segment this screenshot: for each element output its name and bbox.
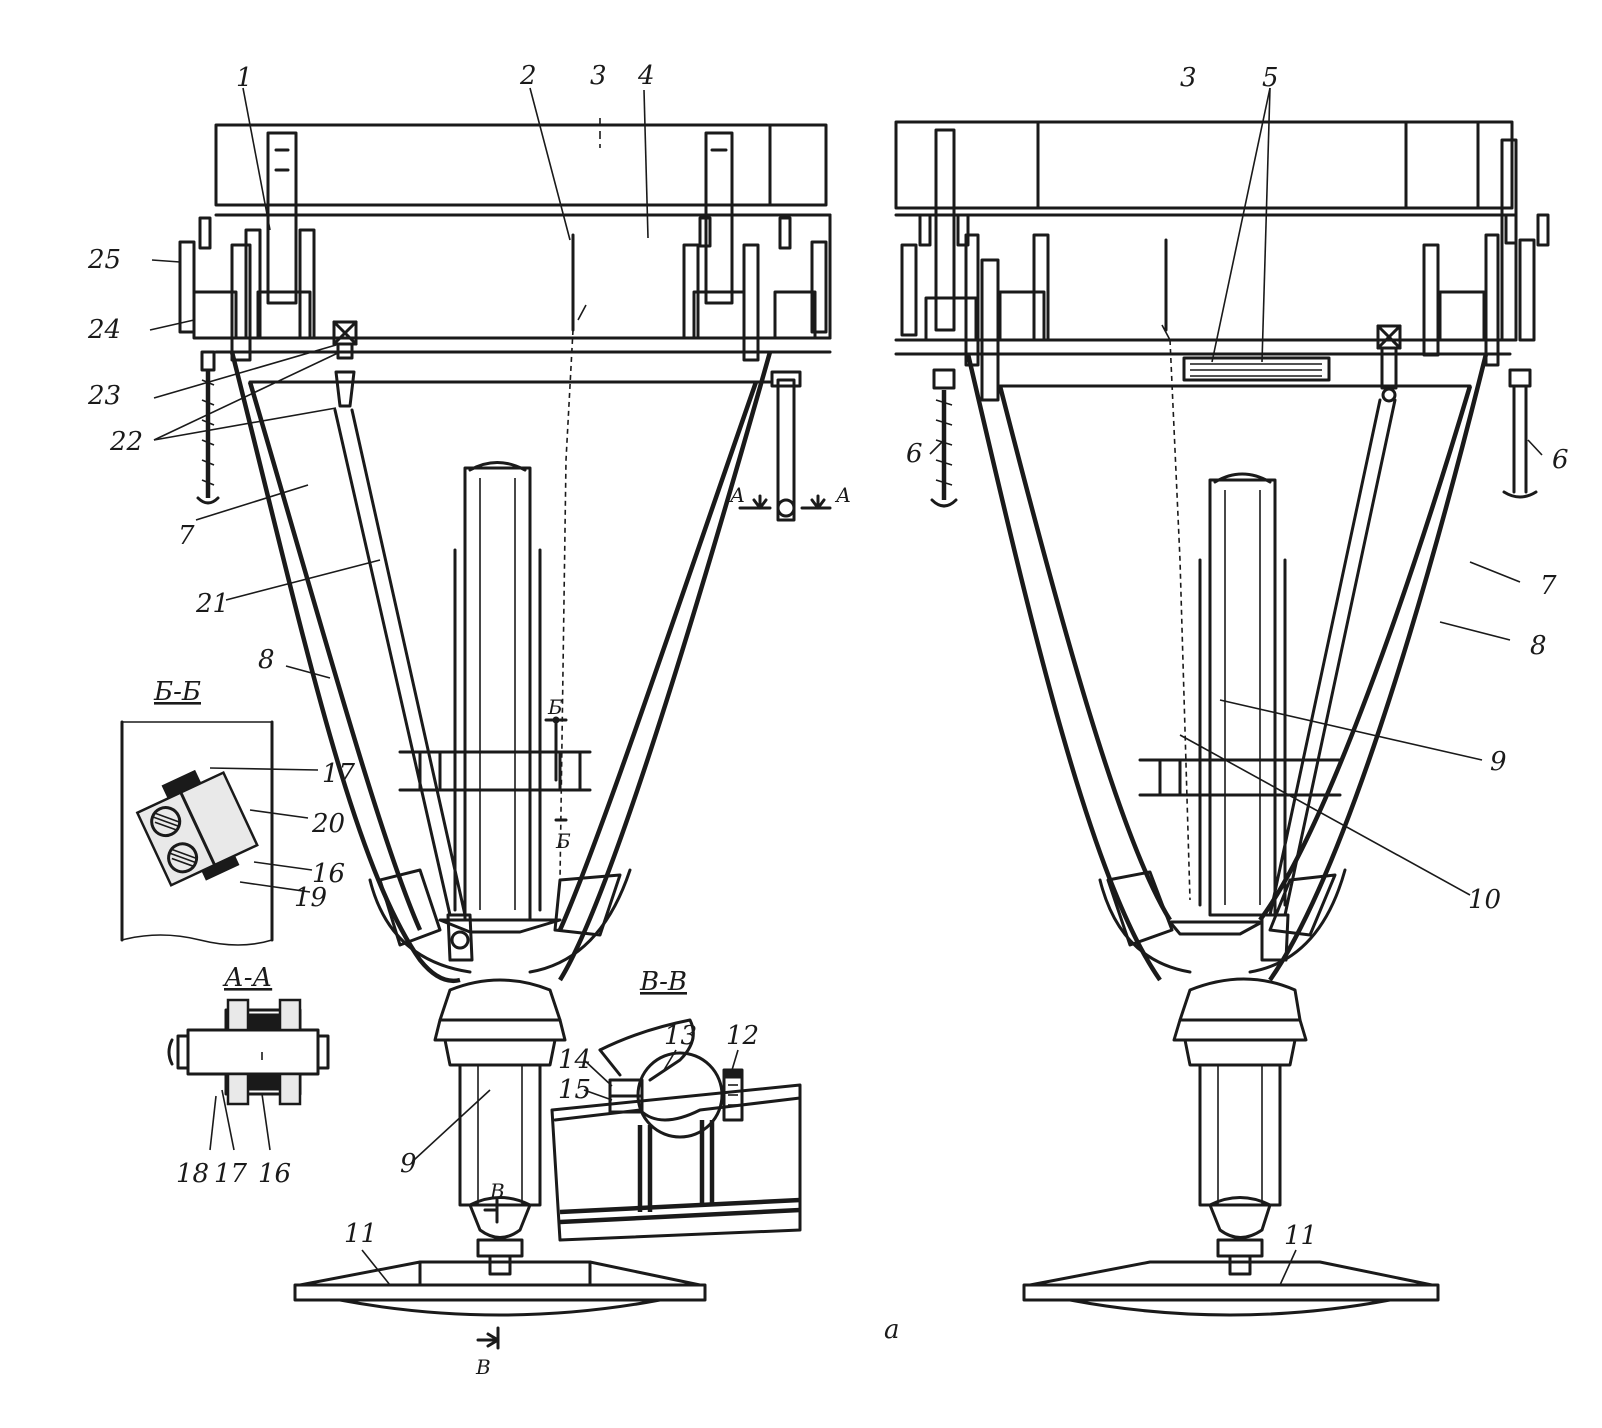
left-hanger-right — [682, 131, 828, 362]
label-3-right: 3 — [1180, 63, 1197, 93]
label-12: 12 — [726, 1021, 759, 1051]
left-view — [178, 118, 832, 1350]
label-9-right: 9 — [1490, 747, 1507, 777]
cut-letter-b-top: Б — [547, 695, 563, 719]
cut-letter-b-bottom: Б — [555, 829, 571, 853]
right-frame-beam — [894, 213, 1512, 388]
section-aa — [167, 998, 330, 1106]
right-brace — [1260, 398, 1397, 962]
section-title-aa: А-А — [222, 963, 272, 993]
label-7-left: 7 — [178, 521, 195, 551]
label-19: 19 — [294, 883, 327, 913]
label-8-right: 8 — [1530, 631, 1547, 661]
section-title-vv: В-В — [639, 967, 687, 997]
label-17-bb: 17 — [322, 759, 356, 789]
section-titles: Б-Б А-А В-В А А Б Б В В a — [153, 483, 900, 1379]
label-24: 24 — [87, 315, 121, 345]
right-v-frame — [965, 353, 1489, 982]
label-7-right: 7 — [1540, 571, 1557, 601]
left-brace — [333, 408, 474, 962]
label-14: 14 — [558, 1045, 591, 1075]
label-6-left: 6 — [906, 439, 923, 469]
label-25: 25 — [87, 245, 121, 275]
cut-mark-v-bottom — [476, 1326, 500, 1350]
callout-labels: 1 2 3 4 3 5 25 24 23 22 7 21 8 6 6 7 8 9… — [87, 61, 1569, 1251]
left-v-frame — [229, 351, 773, 984]
left-wheel — [438, 461, 562, 934]
label-11-left: 11 — [344, 1219, 377, 1249]
cut-letter-v-bottom: В — [475, 1355, 491, 1379]
label-9-left: 9 — [400, 1149, 417, 1179]
label-13: 13 — [664, 1021, 697, 1051]
left-hanger-left — [178, 131, 316, 362]
right-view — [894, 120, 1550, 1317]
label-21: 21 — [195, 589, 229, 619]
label-10: 10 — [1468, 885, 1501, 915]
label-18: 18 — [176, 1159, 209, 1189]
label-20: 20 — [311, 809, 345, 839]
label-22: 22 — [109, 427, 143, 457]
label-8-left: 8 — [258, 645, 275, 675]
leader-lines — [149, 87, 1543, 1286]
label-5: 5 — [1262, 63, 1279, 93]
label-4: 4 — [637, 61, 655, 91]
right-chain — [1161, 238, 1191, 901]
cut-letter-a-left: А — [728, 483, 745, 507]
left-chain — [544, 233, 587, 881]
label-16-aa: 16 — [258, 1159, 291, 1189]
right-top-beam — [894, 120, 1514, 210]
label-17-aa: 17 — [214, 1159, 248, 1189]
label-2: 2 — [519, 61, 537, 91]
cut-letter-v-top: В — [489, 1179, 505, 1203]
right-hub-column — [1172, 977, 1308, 1276]
left-frame-beam — [214, 213, 832, 384]
left-rod-aa — [738, 370, 832, 522]
right-hanger-right — [1422, 138, 1550, 367]
left-pivot — [332, 320, 358, 408]
right-screw-left — [930, 368, 958, 508]
left-crossbar — [398, 750, 592, 792]
left-top-beam — [214, 118, 828, 207]
label-15: 15 — [558, 1075, 591, 1105]
section-title-bb: Б-Б — [153, 677, 201, 707]
label-11-right: 11 — [1284, 1221, 1317, 1251]
right-screw-right — [1502, 368, 1538, 499]
right-base-plate — [1022, 1260, 1440, 1317]
right-hanger-left — [900, 128, 1050, 402]
cut-letter-a-right: А — [834, 483, 851, 507]
right-wheel — [1168, 472, 1287, 936]
section-bb — [120, 720, 274, 946]
label-23: 23 — [87, 381, 121, 411]
label-16-bb: 16 — [312, 859, 345, 889]
cut-mark-v-top — [483, 1198, 499, 1224]
figure-letter: a — [884, 1315, 900, 1345]
section-vv — [550, 1018, 802, 1242]
label-3-left: 3 — [590, 61, 607, 91]
left-hub-column — [433, 978, 567, 1276]
left-screw-left — [196, 350, 220, 505]
left-base-plate — [293, 1260, 707, 1317]
label-1: 1 — [236, 63, 253, 93]
right-crossbar — [1138, 758, 1342, 797]
right-pivot — [1376, 324, 1402, 403]
label-6-right: 6 — [1552, 445, 1569, 475]
